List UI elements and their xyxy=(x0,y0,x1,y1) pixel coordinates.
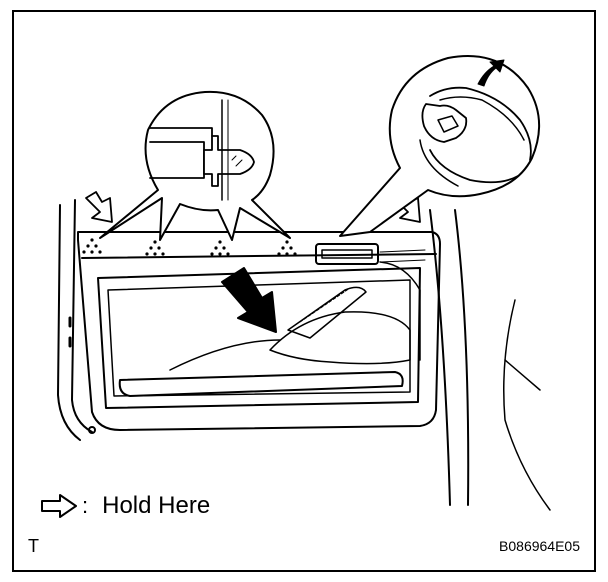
body-contour xyxy=(503,299,551,511)
upper-trim-curve xyxy=(379,261,421,361)
door-trim-upper-rail xyxy=(81,253,437,259)
molding-detail-clip xyxy=(421,103,468,143)
body-pillar-left-inner xyxy=(71,199,93,433)
molding-detail-outer xyxy=(429,86,532,161)
clip-detail-clip xyxy=(203,135,255,187)
clip-detail-callout xyxy=(99,90,291,241)
figure-id: B086964E05 xyxy=(499,538,580,554)
molding-detail-arrow xyxy=(477,59,505,87)
hold-here-arrow-left xyxy=(85,191,113,223)
body-pillar-right-inner xyxy=(429,209,451,506)
clip-detail-hatch xyxy=(231,155,243,167)
molding-detail-clip-2 xyxy=(437,115,459,133)
inside-handle-bezel xyxy=(315,243,379,265)
screw-hole xyxy=(88,426,96,434)
trim-inner-frame xyxy=(97,267,421,409)
pull-handle-inner xyxy=(299,287,351,323)
door-trim-outline xyxy=(77,231,441,431)
molding-detail-callout xyxy=(339,55,541,237)
hollow-arrow-icon xyxy=(41,494,77,518)
pull-direction-arrow xyxy=(221,267,277,333)
body-contour-2 xyxy=(504,359,541,391)
molding-detail-trim xyxy=(429,149,519,184)
corner-mark: T xyxy=(28,536,39,556)
inside-handle-lever xyxy=(321,249,373,259)
legend: : Hold Here xyxy=(40,492,210,520)
trim-inner-frame-2 xyxy=(107,279,411,397)
clip-locations xyxy=(82,238,297,256)
armrest-curve xyxy=(169,339,281,371)
molding-detail-trim-2 xyxy=(419,139,459,187)
bezel-lines xyxy=(379,249,426,263)
armrest xyxy=(269,311,411,365)
molding-detail-inner xyxy=(439,96,525,141)
legend-separator: : xyxy=(82,493,89,518)
legend-label: Hold Here xyxy=(102,492,211,519)
door-pocket xyxy=(118,371,404,397)
body-pillar-right xyxy=(454,209,470,506)
body-pillar-left xyxy=(57,204,81,441)
pull-handle xyxy=(287,286,367,339)
